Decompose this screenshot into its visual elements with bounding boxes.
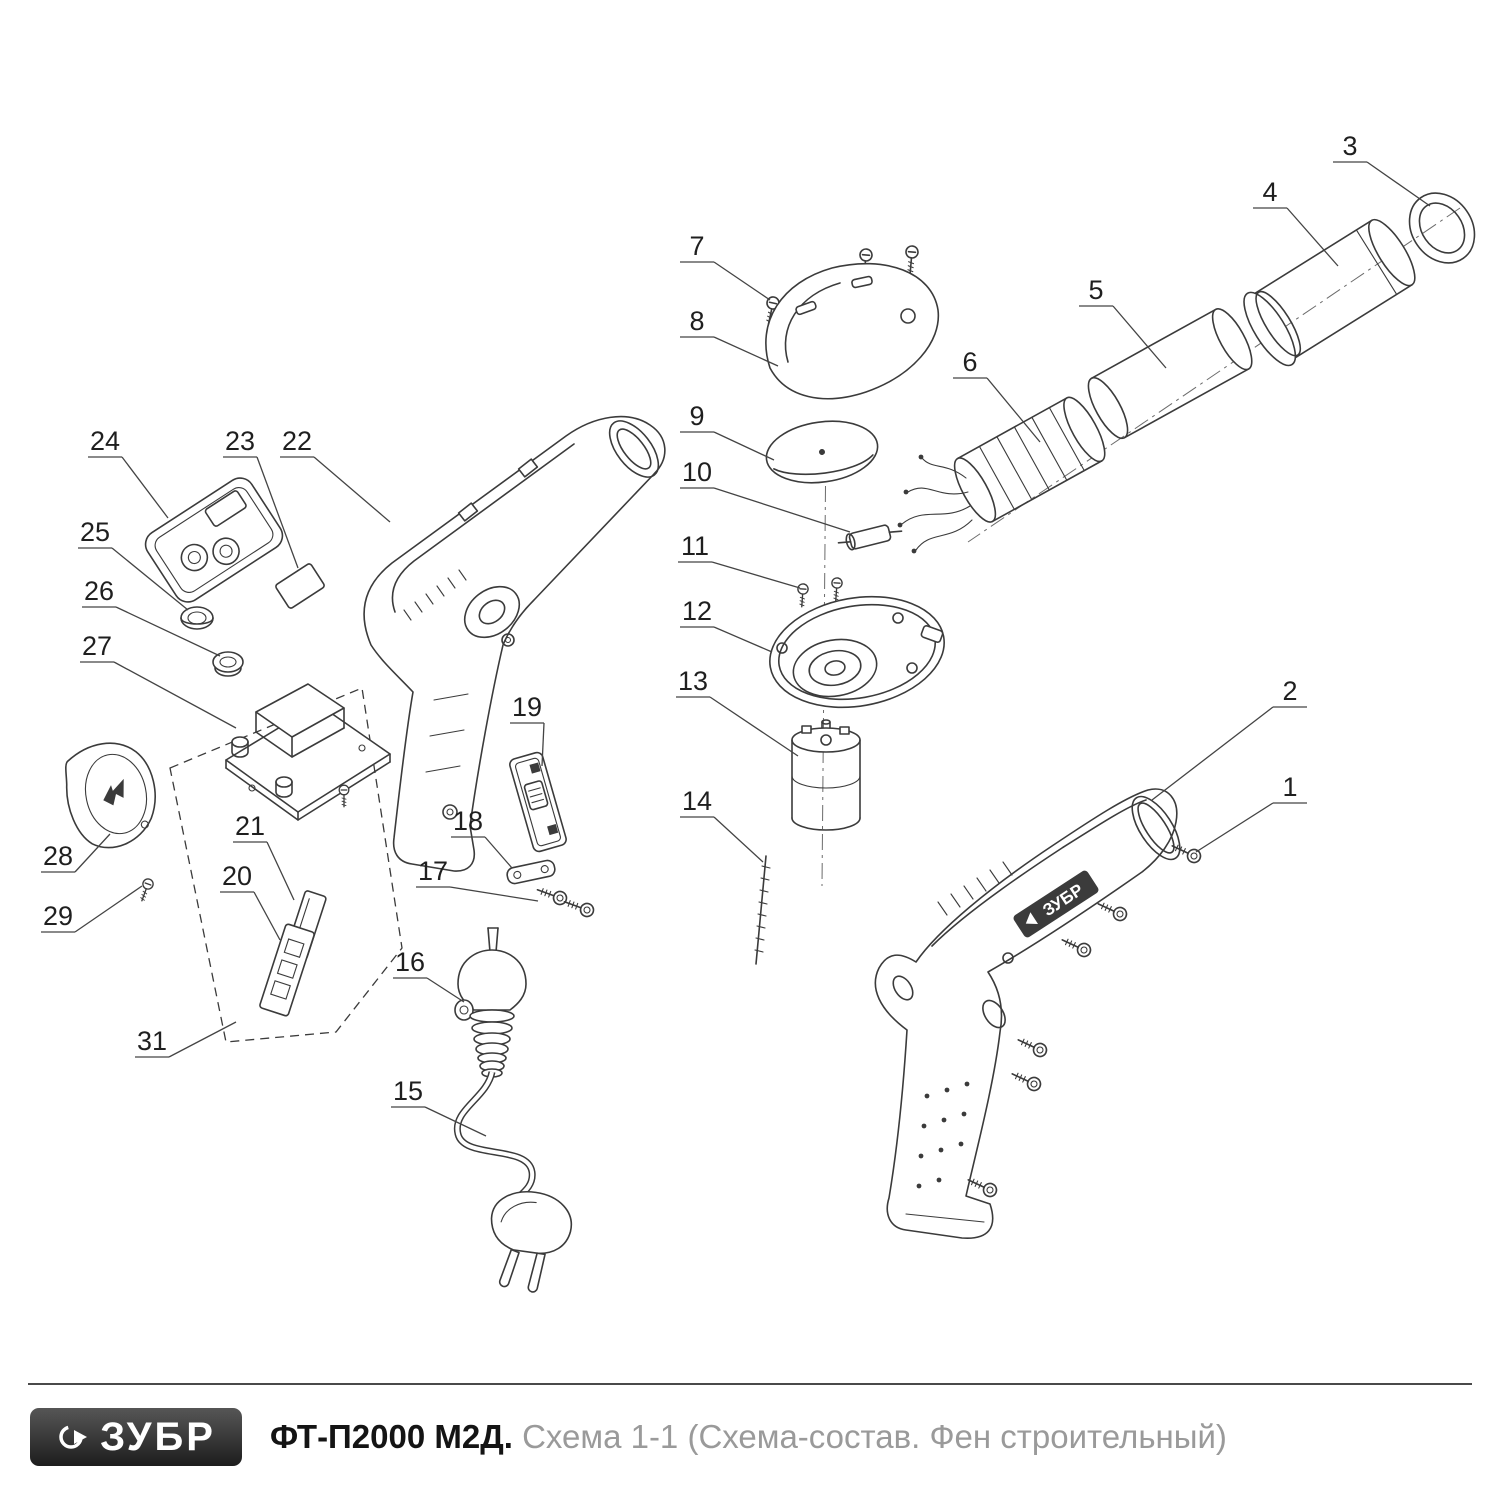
svg-text:29: 29 — [43, 901, 73, 931]
part-heater-wires — [897, 454, 973, 554]
svg-text:21: 21 — [235, 811, 265, 841]
part-left-housing — [363, 415, 666, 872]
svg-text:8: 8 — [689, 306, 704, 336]
part-nozzle-tube — [1243, 218, 1416, 367]
callout-4: 4 — [1253, 177, 1339, 267]
part-pcb-assembly — [225, 683, 391, 821]
callout-20: 20 — [220, 861, 281, 941]
svg-text:14: 14 — [682, 786, 712, 816]
part-insulation-pad — [275, 563, 325, 609]
svg-text:15: 15 — [393, 1076, 423, 1106]
callout-26: 26 — [82, 576, 221, 657]
part-knob-26 — [212, 651, 244, 677]
svg-text:11: 11 — [681, 531, 709, 561]
svg-text:26: 26 — [84, 576, 114, 606]
svg-text:17: 17 — [418, 856, 448, 886]
part-fan-cap — [765, 420, 879, 484]
svg-text:19: 19 — [512, 692, 542, 722]
callout-7: 7 — [680, 231, 771, 301]
svg-text:7: 7 — [689, 231, 704, 261]
callout-16: 16 — [393, 947, 465, 1003]
callout-21: 21 — [233, 811, 295, 901]
part-motor-cover — [765, 262, 940, 400]
callout-8: 8 — [680, 306, 779, 367]
callout-14: 14 — [680, 786, 764, 863]
callout-layer: 1234567891011121314151617181920212223242… — [41, 131, 1431, 1137]
part-switch — [509, 751, 567, 853]
callout-31: 31 — [135, 1021, 237, 1058]
svg-text:6: 6 — [962, 347, 977, 377]
svg-text:4: 4 — [1262, 177, 1277, 207]
part-cord-clamp — [506, 859, 556, 885]
callout-5: 5 — [1079, 275, 1167, 369]
callout-12: 12 — [680, 596, 773, 653]
callout-11: 11 — [678, 531, 801, 589]
svg-text:23: 23 — [225, 426, 255, 456]
exploded-diagram: ЗУБР 12345678910111213141516171819202122… — [41, 131, 1476, 1293]
callout-23: 23 — [223, 426, 299, 569]
footer-divider — [28, 1383, 1472, 1385]
callout-13: 13 — [676, 666, 799, 757]
part-outer-tube — [1087, 308, 1253, 440]
svg-text:24: 24 — [90, 426, 120, 456]
zubr-logo-text: ЗУБР — [100, 1414, 216, 1459]
model-name: ФТ-П2000 М2Д. — [270, 1418, 513, 1455]
callout-9: 9 — [680, 401, 775, 461]
footer: ЗУБР ФТ-П2000 М2Д. Схема 1-1 (Схема-сост… — [30, 1406, 1227, 1468]
part-bracket-20 — [259, 923, 315, 1017]
part-control-panel — [144, 477, 284, 603]
axis-line-motor — [821, 427, 827, 887]
svg-text:31: 31 — [137, 1026, 167, 1056]
svg-text:16: 16 — [395, 947, 425, 977]
part-heating-element — [953, 396, 1106, 523]
svg-text:3: 3 — [1342, 131, 1357, 161]
svg-text:5: 5 — [1088, 275, 1103, 305]
zubr-logo: ЗУБР — [30, 1408, 242, 1466]
part-fan-housing — [769, 595, 945, 709]
callout-25: 25 — [78, 517, 189, 611]
part-knob-25 — [180, 606, 214, 630]
callout-27: 27 — [80, 631, 237, 729]
svg-text:9: 9 — [689, 401, 704, 431]
svg-text:13: 13 — [678, 666, 708, 696]
schema-title: ФТ-П2000 М2Д. Схема 1-1 (Схема-состав. Ф… — [270, 1418, 1227, 1456]
part-cord-strain-relief — [454, 927, 527, 1078]
callout-18: 18 — [451, 806, 513, 869]
part-threaded-rod — [754, 855, 771, 965]
svg-text:2: 2 — [1282, 676, 1297, 706]
part-clamp-screws — [534, 882, 597, 920]
svg-text:1: 1 — [1282, 772, 1297, 802]
callout-24: 24 — [88, 426, 169, 519]
part-side-cover — [65, 742, 156, 849]
callout-2: 2 — [1151, 676, 1307, 801]
part-gasket-ring — [1408, 192, 1476, 264]
callout-3: 3 — [1333, 131, 1431, 207]
callout-17: 17 — [416, 856, 539, 902]
svg-text:12: 12 — [682, 596, 712, 626]
part-power-cord — [453, 1071, 573, 1293]
svg-text:28: 28 — [43, 841, 73, 871]
schema-subtitle: Схема 1-1 (Схема-состав. Фен строительны… — [522, 1418, 1227, 1455]
part-motor — [791, 719, 861, 831]
callout-28: 28 — [41, 833, 111, 873]
svg-text:25: 25 — [80, 517, 110, 547]
callout-19: 19 — [510, 692, 545, 767]
part-capacitor — [837, 524, 903, 551]
callout-15: 15 — [391, 1076, 487, 1137]
svg-text:18: 18 — [453, 806, 483, 836]
part-cover-screw — [136, 876, 156, 904]
callout-10: 10 — [680, 457, 851, 533]
callout-6: 6 — [953, 347, 1041, 443]
callout-22: 22 — [280, 426, 391, 523]
part-right-housing: ЗУБР — [874, 788, 1181, 1239]
callout-29: 29 — [41, 885, 143, 933]
svg-text:27: 27 — [82, 631, 112, 661]
svg-text:20: 20 — [222, 861, 252, 891]
zubr-logo-icon — [59, 1425, 88, 1449]
svg-text:22: 22 — [282, 426, 312, 456]
callout-1: 1 — [1195, 772, 1307, 853]
svg-text:10: 10 — [682, 457, 712, 487]
